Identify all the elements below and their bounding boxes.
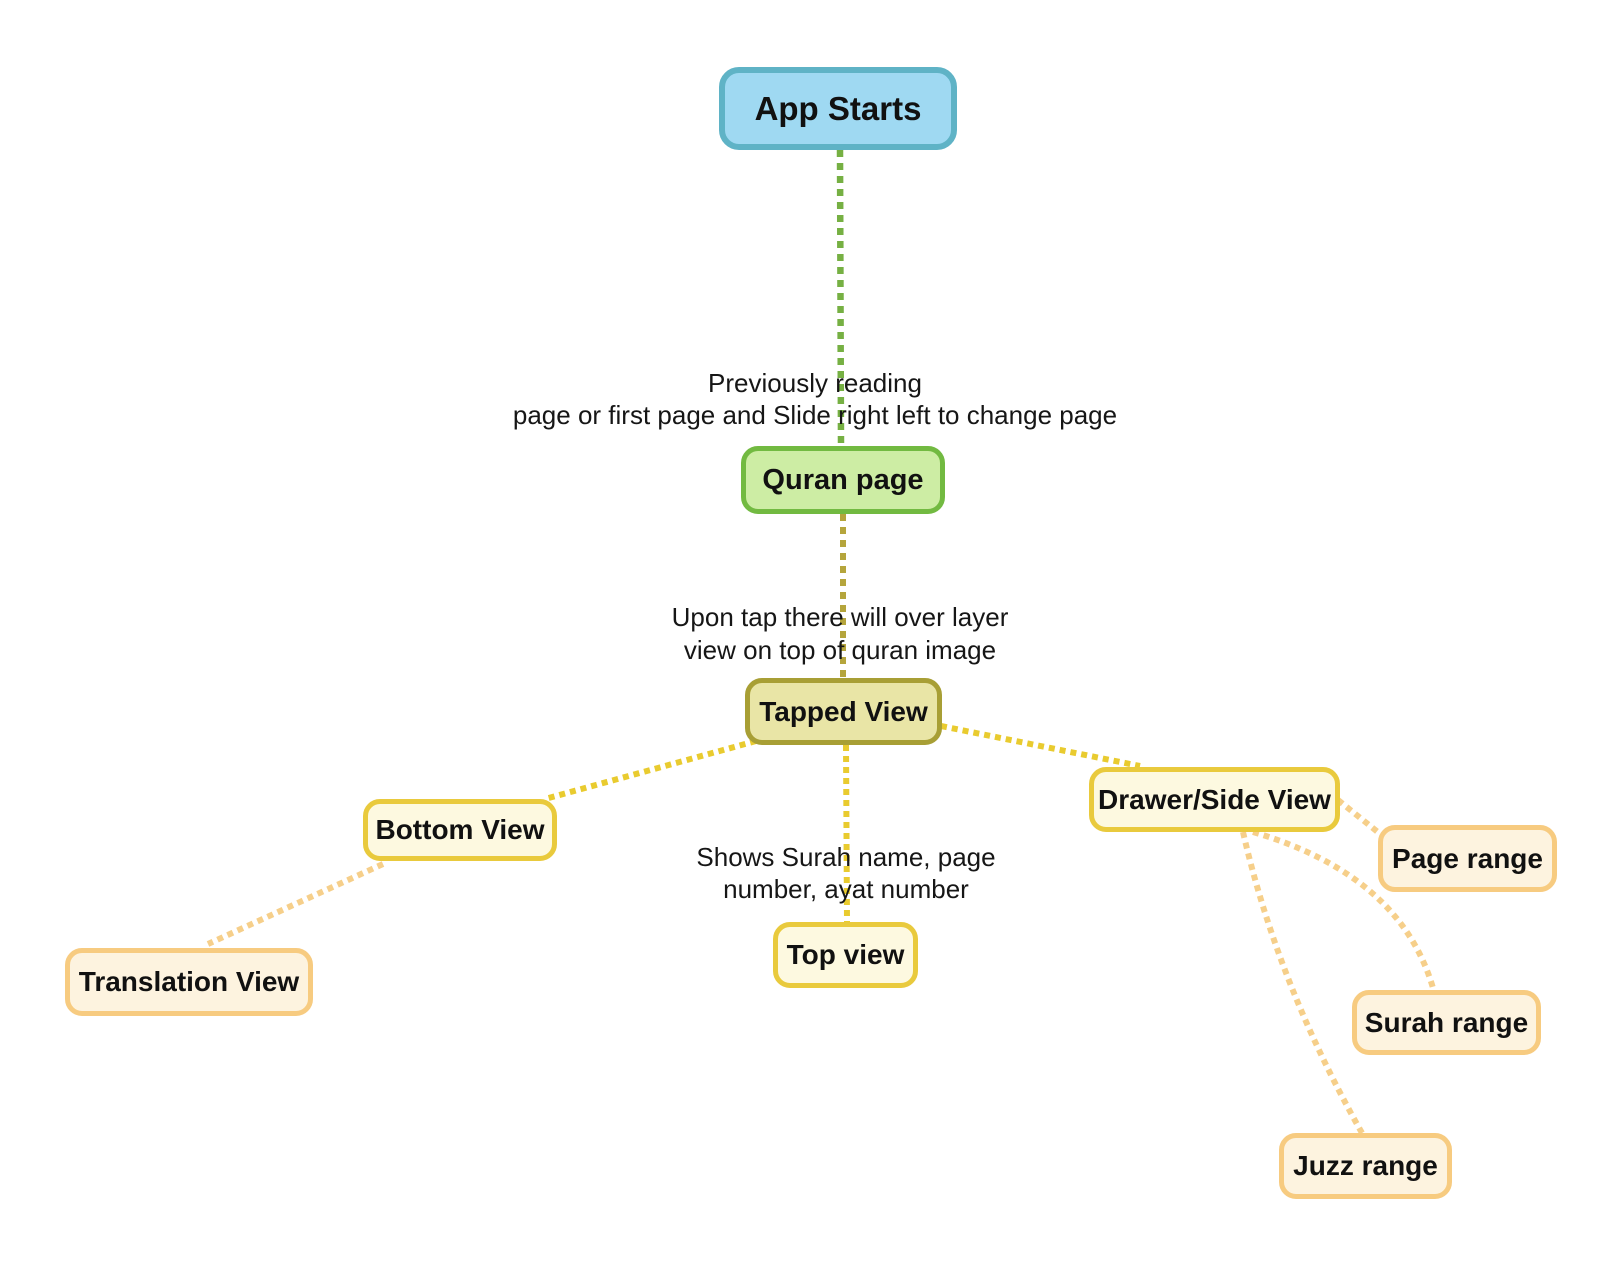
edge-drawer-to-juzz [1240,831,1365,1135]
edge-app-to-quran [836,149,845,447]
node-tapped-view[interactable]: Tapped View [745,678,942,745]
annotation-line: page or first page and Slide right left … [512,400,1118,430]
annotation-line: view on top of quran image [683,635,997,665]
node-bottom-view[interactable]: Bottom View [363,799,557,861]
annotation-quran-to-tapped: Upon tap there will over layer view on t… [590,601,1090,667]
node-juzz-range[interactable]: Juzz range [1279,1133,1452,1199]
edge-tapped-to-top [843,744,850,923]
node-label: Quran page [762,463,924,496]
node-drawer-side-view[interactable]: Drawer/Side View [1089,767,1340,832]
edge-tapped-to-drawer [940,723,1141,769]
annotation-line: Upon tap there will over layer [671,602,1009,632]
node-label: Top view [786,939,905,970]
annotation-line: number, ayat number [723,874,969,904]
edge-drawer-to-surah [1252,829,1436,989]
node-label: Bottom View [375,814,545,845]
node-label: Page range [1392,842,1543,874]
node-translation-view[interactable]: Translation View [65,948,313,1016]
node-label: Juzz range [1293,1150,1438,1181]
node-label: Surah range [1364,1006,1529,1038]
annotation-line: Previously reading [708,368,922,398]
node-quran-page[interactable]: Quran page [741,446,945,514]
edge-tapped-to-bottom [544,738,757,802]
node-label: Tapped View [759,695,928,727]
annotation-line: Shows Surah name, page [696,842,996,872]
node-app-starts[interactable]: App Starts [719,67,957,150]
node-label: Translation View [78,966,300,997]
node-page-range[interactable]: Page range [1378,825,1557,892]
edge-bottom-to-translation [206,861,385,947]
annotation-tapped-to-top: Shows Surah name, page number, ayat numb… [665,841,1027,905]
node-top-view[interactable]: Top view [773,922,918,988]
annotation-app-to-quran: Previously reading page or first page an… [465,367,1165,431]
edge-drawer-to-pagerange [1336,797,1381,836]
node-surah-range[interactable]: Surah range [1352,990,1541,1055]
node-label: Drawer/Side View [1098,783,1331,815]
node-label: App Starts [754,89,922,127]
